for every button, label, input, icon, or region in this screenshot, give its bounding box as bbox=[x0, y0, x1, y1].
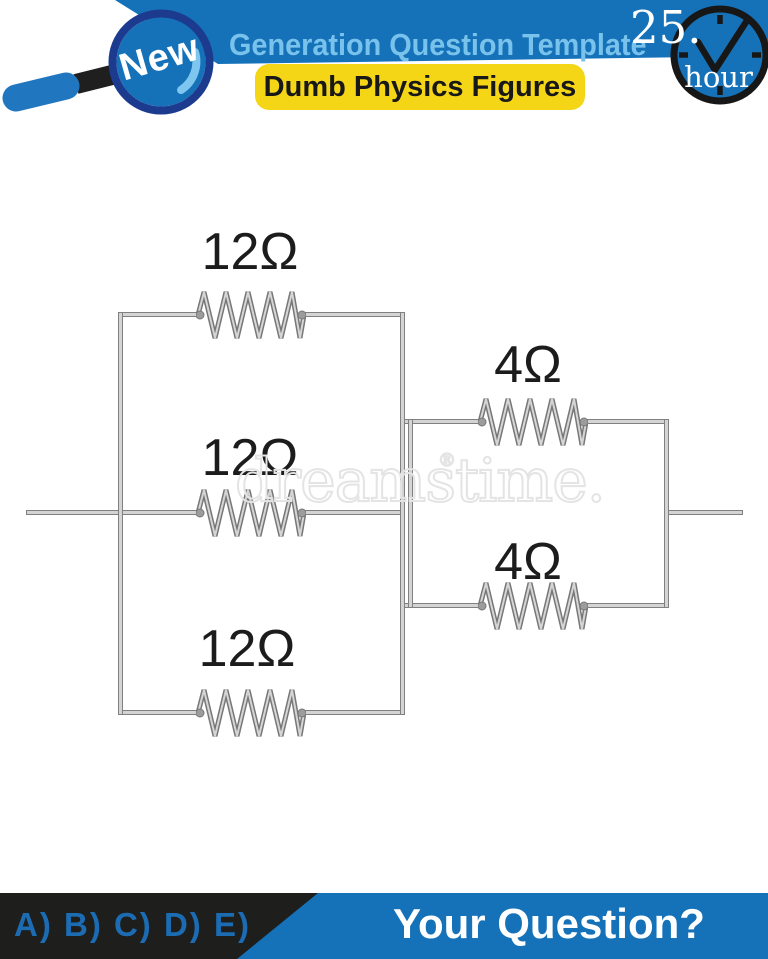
lens-highlight bbox=[177, 48, 201, 94]
bus-left bbox=[118, 312, 123, 715]
label-12ohm-bottom: 12Ω bbox=[198, 620, 296, 678]
magnifier-icon bbox=[2, 9, 214, 115]
bus-right bbox=[664, 419, 669, 608]
label-4ohm-top: 4Ω bbox=[494, 336, 562, 394]
wire-bottom-branch-left bbox=[118, 710, 203, 715]
wire-top-branch-right bbox=[303, 312, 404, 317]
subtitle-badge: Dumb Physics Figures bbox=[255, 64, 585, 110]
header-banner bbox=[115, 0, 768, 64]
subtitle-text: Dumb Physics Figures bbox=[263, 70, 577, 103]
wire-input-left bbox=[26, 510, 202, 515]
watermark-registered-icon: ® bbox=[437, 449, 457, 472]
resistor-4ohm-bottom bbox=[478, 582, 588, 630]
wire-righttop-right bbox=[585, 419, 669, 424]
page-title: Generation Question Template bbox=[229, 27, 647, 62]
resistor-12ohm-top bbox=[196, 291, 306, 339]
magnifier-handle bbox=[2, 72, 80, 112]
wire-middle-branch-right bbox=[303, 510, 402, 515]
label-12ohm-top: 12Ω bbox=[201, 223, 299, 281]
magnifier-ring bbox=[108, 9, 214, 115]
magnifier-collar bbox=[73, 65, 115, 94]
hour-label: hour bbox=[684, 60, 753, 94]
wire-bottom-branch-right bbox=[303, 710, 404, 715]
resistor-12ohm-middle bbox=[196, 489, 306, 537]
resistor-4ohm-top bbox=[478, 398, 588, 446]
hour-number: 25. bbox=[630, 1, 702, 54]
bus-right-network bbox=[408, 419, 413, 608]
answer-options-label: A) B) C) D) E) bbox=[14, 906, 251, 943]
bus-center bbox=[400, 312, 405, 715]
resistor-12ohm-bottom bbox=[196, 689, 306, 737]
label-12ohm-middle: 12Ω bbox=[201, 429, 299, 487]
clock-icon bbox=[670, 5, 768, 105]
wire-rightbottom-right bbox=[585, 603, 669, 608]
clock-hands bbox=[694, 15, 752, 74]
wire-top-branch-left bbox=[118, 312, 203, 317]
wire-output-right bbox=[666, 510, 743, 515]
label-4ohm-bottom: 4Ω bbox=[494, 533, 562, 591]
question-prompt: Your Question? bbox=[393, 900, 705, 947]
